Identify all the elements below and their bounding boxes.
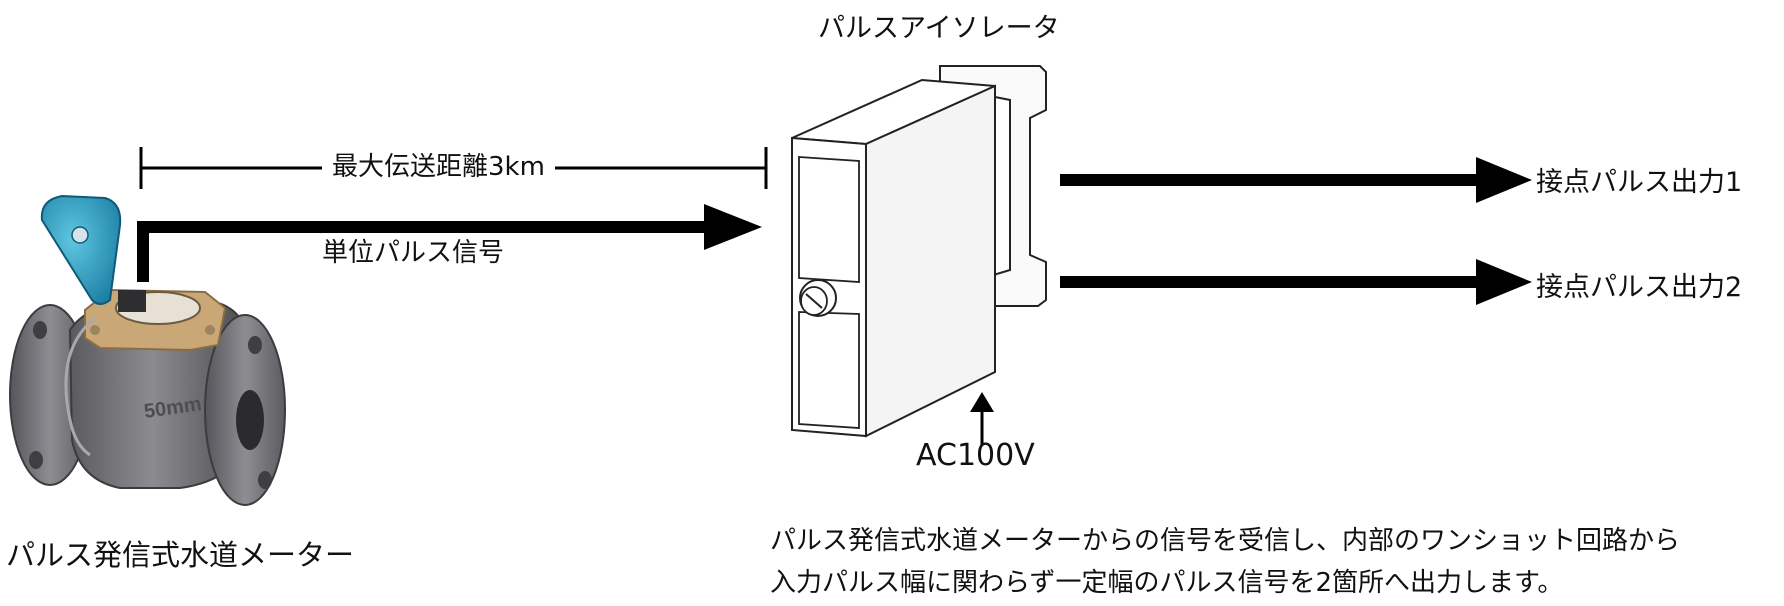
- signal-line: [137, 221, 708, 282]
- isolator-side-face: [865, 84, 996, 438]
- meter-lid-screw: [71, 226, 89, 244]
- isolator-upper-panel: [798, 156, 860, 283]
- meter-bolt: [205, 325, 215, 335]
- meter-register-block: [118, 290, 146, 312]
- meter-left-flange-bolt: [33, 321, 47, 339]
- pulse-isolator-illustration: [791, 65, 1047, 438]
- meter-bolt: [90, 325, 100, 335]
- description-line-2: 入力パルス幅に関わらず一定幅のパルス信号を2箇所へ出力します。: [770, 568, 1564, 598]
- isolator-knob-slot: [805, 293, 823, 309]
- meter-right-flange-bolt: [258, 471, 272, 489]
- description-text: パルス発信式水道メーターからの信号を受信し、内部のワンショット回路から 入力パル…: [770, 520, 1680, 604]
- contact-pulse-output-2-arrow: [1060, 259, 1532, 305]
- ac-power-arrowhead: [970, 392, 994, 412]
- ac-power-arrow: [970, 392, 994, 445]
- max-distance-label: 最大伝送距離3km: [322, 146, 555, 183]
- water-meter-illustration: 50mm: [9, 194, 286, 506]
- isolator-lower-panel: [798, 311, 860, 429]
- unit-pulse-signal-label: 単位パルス信号: [322, 238, 505, 268]
- isolator-title: パルスアイソレータ: [818, 13, 1060, 44]
- output2-arrowhead: [1476, 259, 1532, 305]
- output-2-label: 接点パルス出力2: [1536, 272, 1743, 303]
- meter-outlet-hole: [236, 390, 264, 450]
- contact-pulse-output-1-arrow: [1060, 157, 1532, 203]
- description-line-1: パルス発信式水道メーターからの信号を受信し、内部のワンショット回路から: [770, 526, 1681, 556]
- isolator-din-clip: [939, 65, 1047, 307]
- meter-lid: [40, 194, 122, 305]
- meter-left-flange-bolt: [29, 451, 43, 469]
- water-meter-label: パルス発信式水道メーター: [6, 538, 355, 572]
- unit-pulse-signal-arrow: [137, 204, 762, 282]
- output1-arrowhead: [1476, 157, 1532, 203]
- signal-arrowhead: [704, 204, 762, 250]
- meter-right-flange-bolt: [248, 336, 262, 354]
- ac-power-label: AC100V: [916, 438, 1035, 473]
- output-1-label: 接点パルス出力1: [1536, 167, 1743, 198]
- meter-cable: [64, 316, 96, 457]
